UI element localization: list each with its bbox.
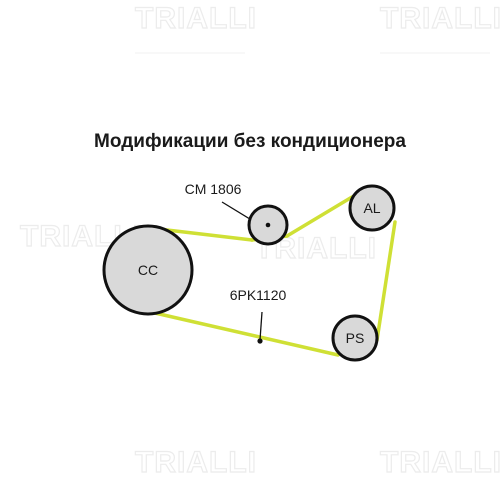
- belt-segment-tensioner-al: [285, 195, 354, 238]
- belt-leader-dot: [257, 338, 263, 344]
- pulley-ps-label: PS: [346, 330, 365, 346]
- pulley-al: AL: [348, 184, 396, 232]
- pulley-al-circle: [348, 184, 396, 232]
- pulley-cc-circle: [102, 224, 194, 316]
- pulley-ps-circle: [331, 314, 379, 362]
- pulley-tensioner: [247, 204, 289, 246]
- watermark-bottom-right: TRIALLI: [380, 446, 500, 479]
- watermark-group: TRIALLI TRIALLI TRIALLI TRIALLI TRIALLI …: [19, 1, 500, 479]
- tensioner-center-dot: [265, 222, 271, 228]
- belt-leader-line: [259, 311, 263, 341]
- watermark-bottom-left: TRIALLI: [135, 446, 257, 479]
- tensioner-part-number: CM 1806: [185, 181, 242, 197]
- pulley-cc-label: CC: [138, 262, 158, 278]
- watermark-top-left: TRIALLI: [135, 2, 257, 35]
- belt-part-number: 6PK1120: [230, 287, 287, 303]
- watermark-top-right: TRIALLI: [380, 2, 500, 35]
- pulley-al-label: AL: [363, 200, 380, 216]
- belt-segment-al-ps: [375, 220, 397, 342]
- pulley-cc: CC: [102, 224, 194, 316]
- belt-segment-ps-cc: [153, 311, 340, 357]
- diagram-title: Модификации без кондиционера: [94, 131, 406, 152]
- pulley-ps: PS: [331, 314, 379, 362]
